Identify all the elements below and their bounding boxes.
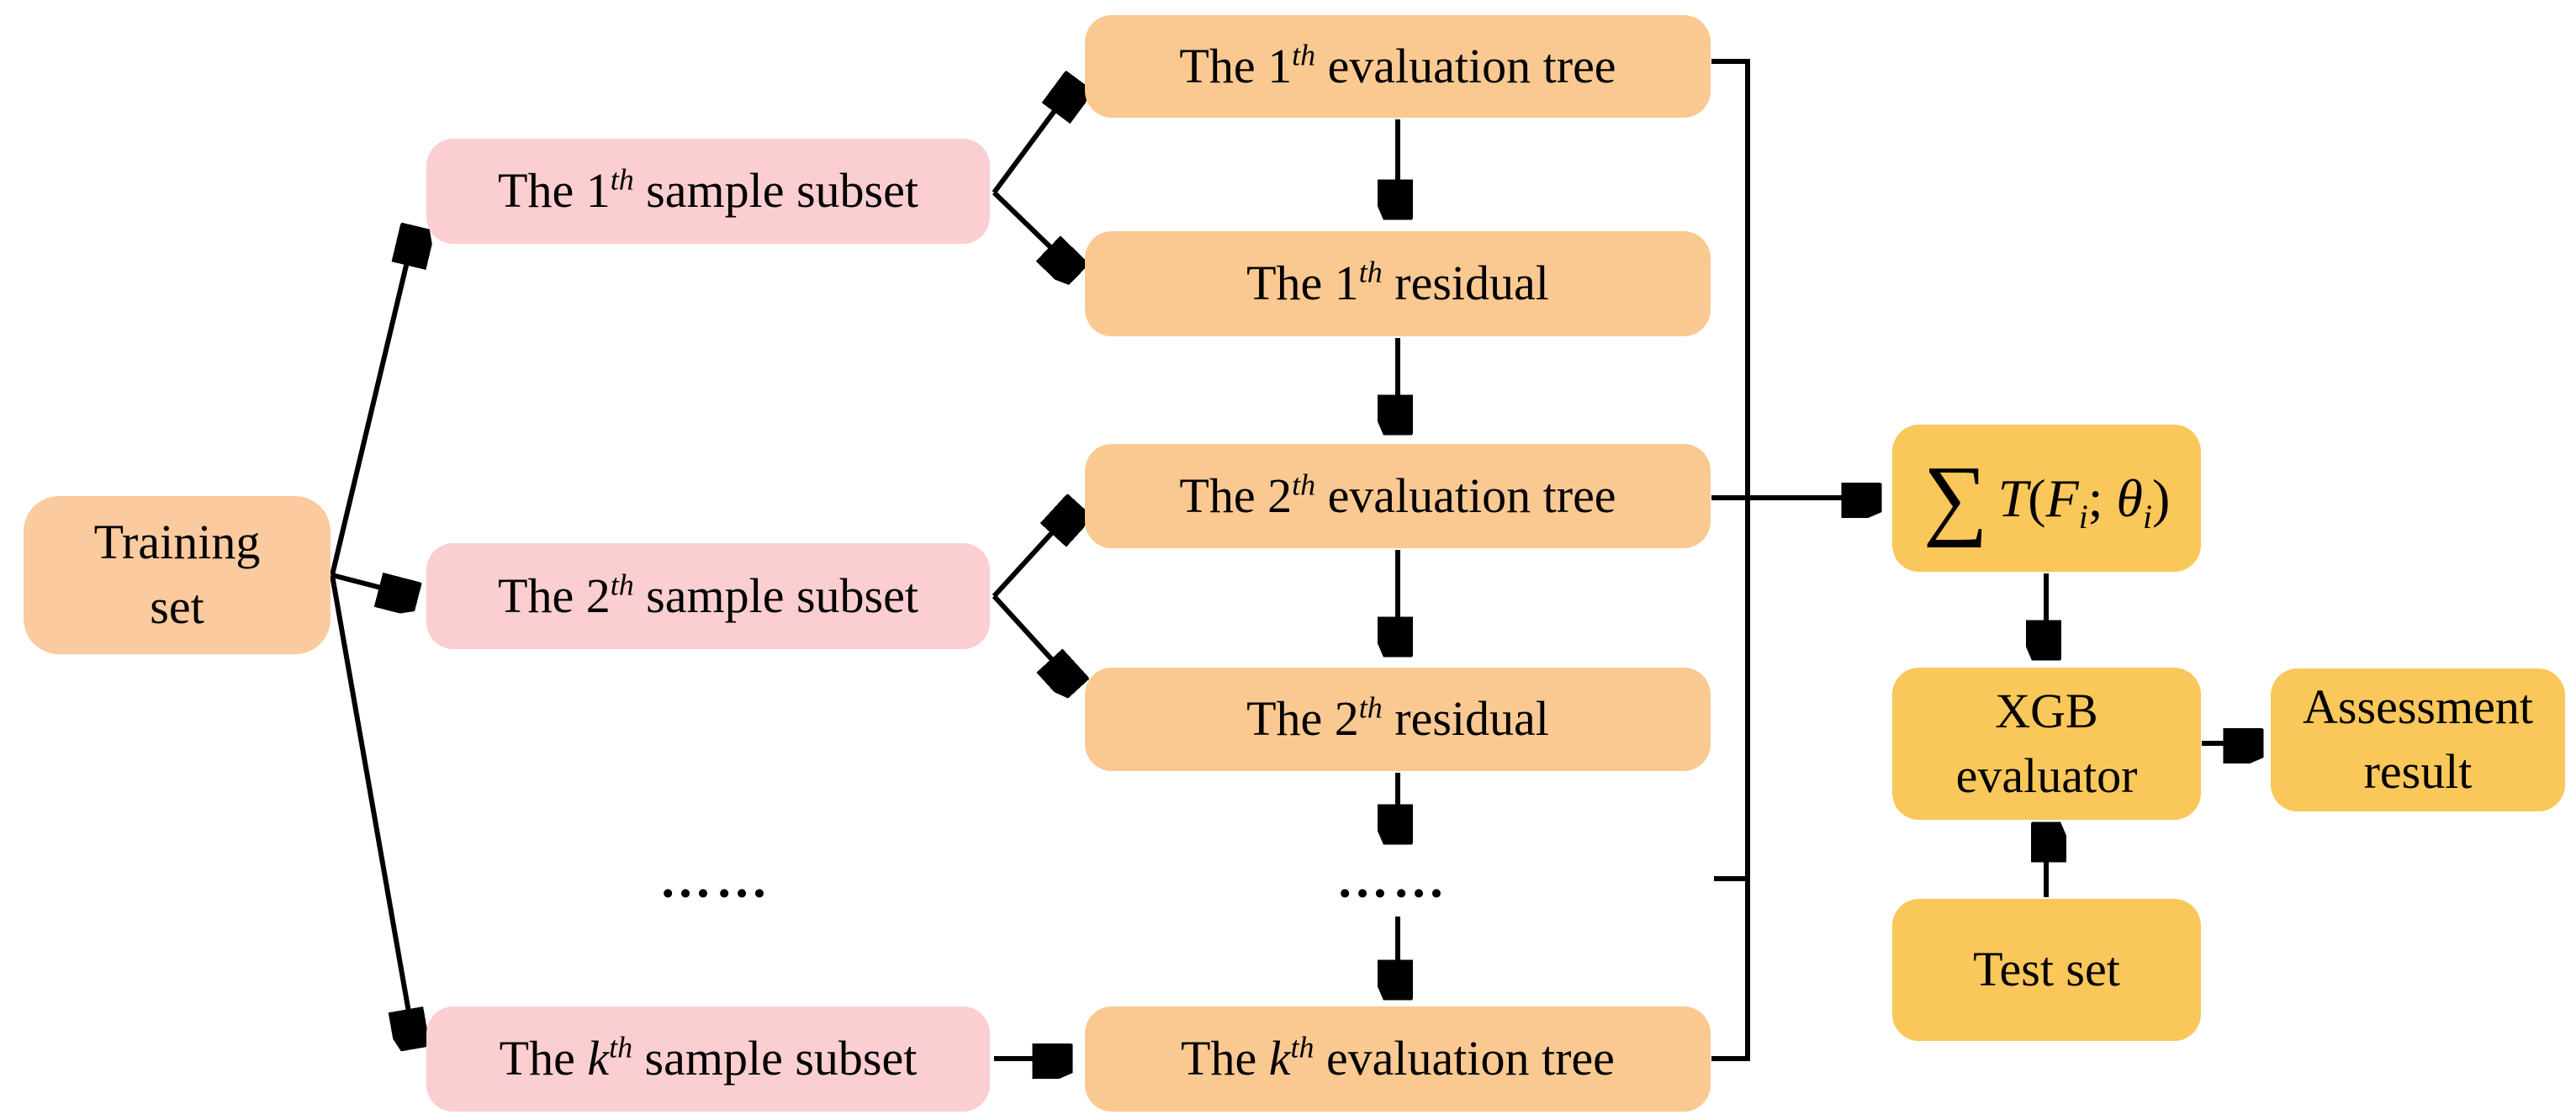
formula-term: T(Fi; θi) bbox=[1997, 465, 2171, 536]
text-fragment: sample subset bbox=[632, 1031, 918, 1086]
ordinal: 1 bbox=[585, 163, 611, 219]
ordinal-suffix: th bbox=[610, 568, 634, 602]
residual-1-label: The 1th residual bbox=[1246, 253, 1549, 314]
ordinal-suffix: th bbox=[1358, 255, 1383, 289]
text-line: set bbox=[150, 579, 204, 634]
separator: ; bbox=[2087, 468, 2117, 528]
arrow-subset1-to-tree1 bbox=[992, 86, 1073, 194]
paren-close: ) bbox=[2151, 468, 2171, 528]
ordinal: k bbox=[1268, 1031, 1291, 1086]
text-fragment: sample subset bbox=[633, 163, 918, 219]
evaluation-tree-k-label: The kth evaluation tree bbox=[1181, 1028, 1615, 1090]
math-var-f: F bbox=[2045, 468, 2079, 528]
sum-formula-box: ∑ T(Fi; θi) bbox=[1892, 425, 2201, 572]
ordinal: 2 bbox=[1334, 691, 1359, 747]
training-set-label: Training set bbox=[94, 510, 261, 639]
text-line: result bbox=[2363, 744, 2473, 799]
subscript-i: i bbox=[2142, 498, 2152, 536]
text-fragment: The bbox=[1181, 1031, 1269, 1086]
text-fragment: The bbox=[499, 1031, 588, 1086]
ellipsis-trees: …… bbox=[1336, 851, 1449, 909]
arrow-training-to-subset2 bbox=[331, 575, 410, 595]
test-set-box: Test set bbox=[1892, 899, 2201, 1041]
text-line: Assessment bbox=[2303, 679, 2533, 735]
xgb-evaluator-box: XGB evaluator bbox=[1892, 668, 2201, 820]
sample-subset-1-box: The 1th sample subset bbox=[426, 139, 990, 244]
arrow-training-to-subsetk bbox=[330, 574, 414, 1041]
assessment-result-box: Assessment result bbox=[2271, 668, 2565, 811]
ordinal-suffix: th bbox=[1292, 468, 1316, 502]
text-fragment: evaluation tree bbox=[1315, 468, 1616, 523]
sample-subset-k-label: The kth sample subset bbox=[500, 1028, 918, 1090]
ordinal-suffix: th bbox=[1292, 38, 1316, 72]
ordinal: k bbox=[587, 1031, 610, 1086]
assessment-result-label: Assessment result bbox=[2303, 675, 2533, 804]
math-var-theta: θ bbox=[2116, 468, 2143, 528]
text-fragment: The bbox=[1179, 38, 1268, 93]
residual-2-label: The 2th residual bbox=[1246, 689, 1549, 750]
evaluation-tree-1-label: The 1th evaluation tree bbox=[1179, 36, 1616, 98]
text-fragment: evaluation tree bbox=[1314, 1031, 1615, 1086]
text-fragment: The bbox=[498, 568, 586, 623]
sample-subset-2-box: The 2th sample subset bbox=[426, 543, 990, 649]
text-fragment: The bbox=[1179, 468, 1268, 523]
text-fragment: The bbox=[1246, 691, 1335, 747]
text-fragment: residual bbox=[1382, 256, 1549, 311]
evaluation-tree-1-box: The 1th evaluation tree bbox=[1085, 15, 1711, 118]
ellipsis-subsets: …… bbox=[659, 851, 772, 909]
math-var-t: T bbox=[1997, 468, 2029, 528]
ordinal-suffix: th bbox=[609, 1030, 633, 1065]
ordinal-suffix: th bbox=[1290, 1030, 1314, 1065]
test-set-label: Test set bbox=[1973, 942, 2120, 997]
subscript-i: i bbox=[2078, 498, 2088, 536]
sigma-symbol: ∑ bbox=[1923, 447, 1988, 548]
arrow-subset2-to-residual2 bbox=[992, 594, 1073, 683]
sample-subset-k-box: The kth sample subset bbox=[426, 1006, 990, 1112]
arrow-subset2-to-tree2 bbox=[992, 510, 1073, 599]
paren-open: ( bbox=[2028, 468, 2046, 528]
sum-formula: ∑ T(Fi; θi) bbox=[1923, 447, 2171, 548]
ordinal: 1 bbox=[1267, 38, 1293, 93]
residual-2-box: The 2th residual bbox=[1085, 668, 1711, 771]
evaluation-tree-2-label: The 2th evaluation tree bbox=[1179, 466, 1616, 527]
xgb-evaluator-label: XGB evaluator bbox=[1956, 679, 2138, 808]
text-fragment: evaluation tree bbox=[1315, 38, 1616, 93]
text-line: evaluator bbox=[1955, 748, 2138, 803]
text-fragment: sample subset bbox=[633, 568, 918, 623]
residual-1-box: The 1th residual bbox=[1085, 231, 1711, 336]
arrow-subset1-to-residual1 bbox=[992, 190, 1073, 269]
collector-rail bbox=[1711, 59, 1750, 1061]
ordinal-suffix: th bbox=[610, 162, 634, 197]
sample-subset-1-label: The 1th sample subset bbox=[498, 161, 918, 222]
text-line: Training bbox=[93, 515, 261, 570]
ordinal-suffix: th bbox=[1358, 690, 1383, 725]
text-fragment: The bbox=[498, 163, 586, 219]
evaluation-tree-k-box: The kth evaluation tree bbox=[1085, 1006, 1711, 1112]
text-fragment: The bbox=[1246, 256, 1335, 311]
ordinal: 2 bbox=[1267, 468, 1293, 523]
training-set-box: Training set bbox=[24, 496, 331, 654]
text-fragment: residual bbox=[1382, 691, 1549, 747]
arrow-training-to-subset1 bbox=[330, 234, 414, 576]
sample-subset-2-label: The 2th sample subset bbox=[498, 566, 918, 627]
ordinal: 2 bbox=[585, 568, 611, 623]
evaluation-tree-2-box: The 2th evaluation tree bbox=[1085, 444, 1711, 548]
ordinal: 1 bbox=[1334, 256, 1359, 311]
text-line: XGB bbox=[1995, 683, 2098, 738]
